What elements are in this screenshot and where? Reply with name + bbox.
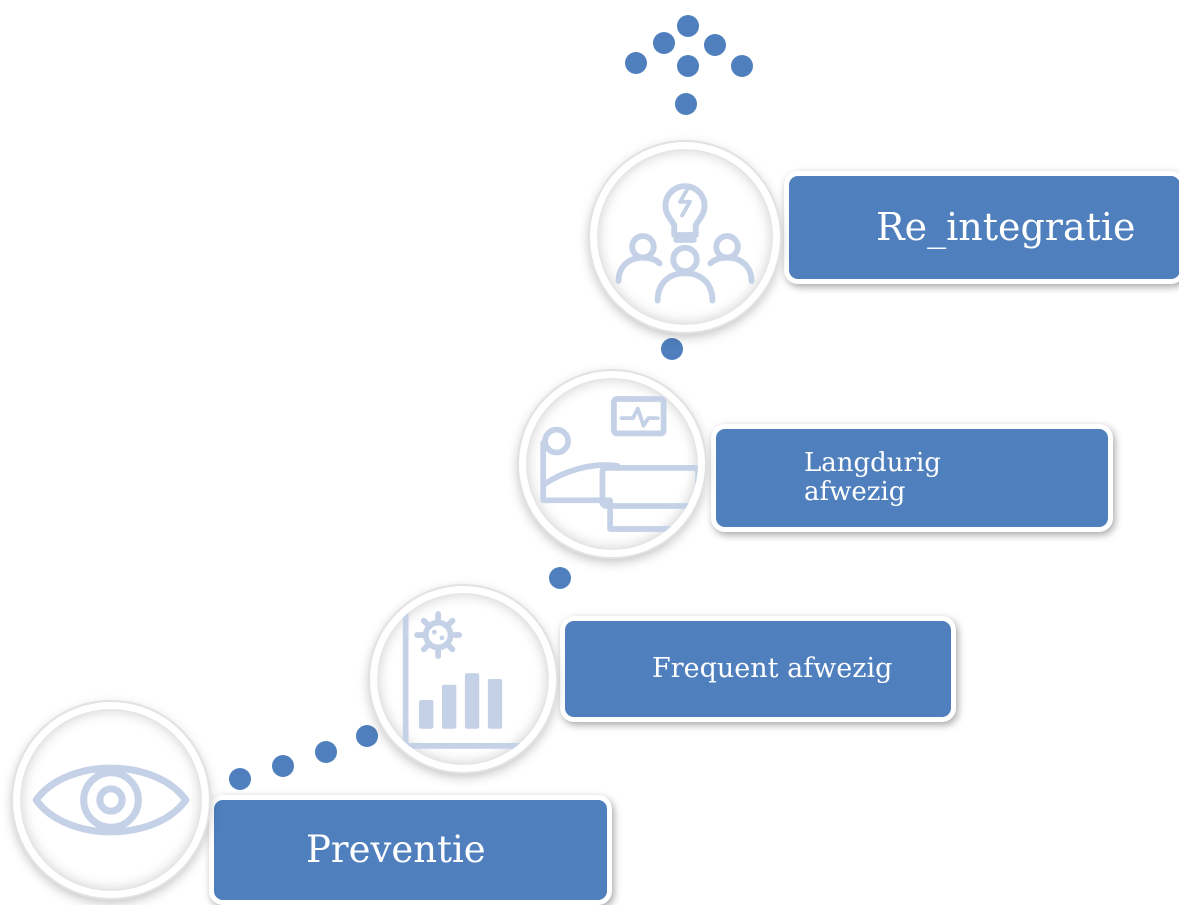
step-circle-frequent-afwezig	[370, 586, 556, 772]
connector-dot	[272, 755, 294, 777]
arrow-dot	[677, 15, 699, 37]
team-idea-icon	[615, 183, 755, 304]
connector-dot	[229, 768, 251, 790]
arrow-dot	[704, 34, 726, 56]
step-circle-reintegratie	[590, 142, 780, 332]
step-box-reintegratie: Re_integratie	[784, 171, 1179, 284]
connector-dot	[661, 338, 683, 360]
connector-dot	[549, 567, 571, 589]
connector-dot	[315, 741, 337, 763]
step-box-frequent-afwezig: Frequent afwezig	[560, 616, 956, 722]
arrow-dot	[653, 32, 675, 54]
arrow-dot	[677, 55, 699, 77]
step-label: Langdurig afwezig	[804, 447, 941, 507]
step-box-langdurig-afwezig: Langdurig afwezig	[711, 424, 1113, 532]
step-label: Re_integratie	[876, 205, 1136, 250]
virus-chart-icon	[402, 599, 549, 749]
step-circle-preventie	[13, 702, 209, 898]
arrow-dot	[625, 52, 647, 74]
step-box-preventie: Preventie	[209, 795, 612, 905]
eye-icon	[32, 764, 190, 836]
step-label: Frequent afwezig	[652, 652, 893, 684]
connector-dot	[356, 725, 378, 747]
step-label: Preventie	[306, 828, 486, 872]
hospital-bed-icon	[540, 396, 698, 532]
step-circle-langdurig-afwezig	[519, 371, 705, 557]
connector-dot	[675, 93, 697, 115]
arrow-dot	[731, 55, 753, 77]
